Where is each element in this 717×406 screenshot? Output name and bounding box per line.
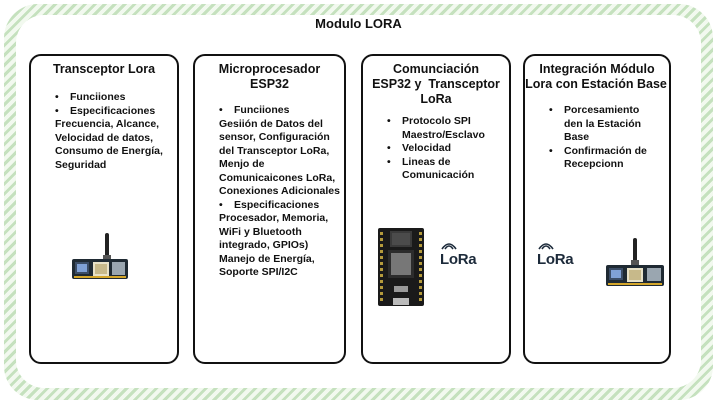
lora-logo-text: LoRa xyxy=(537,251,574,268)
list-item-label: Velocidad xyxy=(402,142,452,154)
list-item: Especificaciones Procesador, Memoria, Wi… xyxy=(219,199,340,280)
lora-board-image xyxy=(72,233,128,279)
card-integracion-estacion-base: Integración Módulo Lora con Estación Bas… xyxy=(523,54,671,364)
card-list: Funciiones Gesiión de Datos del sensor, … xyxy=(195,104,344,280)
list-item: Confirmación de Recepcionn xyxy=(549,145,665,172)
card-title: Transceptor Lora xyxy=(31,56,177,77)
card-list: Protocolo SPI Maestro/Esclavo Velocidad … xyxy=(363,115,509,183)
diagram-title: Modulo LORA xyxy=(315,16,402,31)
card-title-line: ESP32 y Transceptor xyxy=(372,77,500,91)
list-item-label: Protocolo SPI xyxy=(402,115,471,127)
list-item-label: Lineas de xyxy=(402,155,451,168)
list-item: Funciiones xyxy=(55,91,171,105)
esp32-board-image xyxy=(378,228,424,306)
list-item-detail: Procesador, Memoria, WiFi y Bluetooth in… xyxy=(219,212,329,278)
lora-logo: LoRa xyxy=(440,243,477,268)
list-item-label: Porcesamiento xyxy=(564,104,640,116)
lora-board-image xyxy=(606,238,664,286)
card-comunicacion-esp32-lora: Comunciación ESP32 y Transceptor LoRa Pr… xyxy=(361,54,511,364)
list-item: Funciiones Gesiión de Datos del sensor, … xyxy=(219,104,340,199)
card-title: Comunciación ESP32 y Transceptor LoRa xyxy=(363,56,509,107)
card-title-line: LoRa xyxy=(420,92,452,106)
list-item: Velocidad xyxy=(387,142,505,156)
list-item-label: Funciiones xyxy=(234,104,290,116)
list-item-detail: den la Estación Base xyxy=(564,117,642,144)
list-item: Lineas de Comunicación xyxy=(387,156,505,183)
card-title-line: Transceptor Lora xyxy=(52,62,156,76)
card-list: Porcesamiento den la Estación Base Confi… xyxy=(525,104,669,172)
lora-logo-text: LoRa xyxy=(440,251,477,268)
list-item-detail: Comunicación xyxy=(402,169,475,181)
lora-logo: LoRa xyxy=(537,243,574,268)
card-title-line: Microprocesador xyxy=(218,62,321,76)
card-list: Funciiones Especificaciones Frecuencia, … xyxy=(31,91,177,172)
card-title: Microprocesador ESP32 xyxy=(195,56,344,92)
list-item-label: Especificaciones xyxy=(70,104,156,117)
list-item-label: Especificaciones xyxy=(234,198,320,211)
lora-wave-icon xyxy=(441,243,457,250)
card-title-line: Lora con Estación Base xyxy=(525,77,667,91)
list-item: Porcesamiento den la Estación Base xyxy=(549,104,665,145)
list-item-detail: Frecuencia, Alcance, Velocidad de datos,… xyxy=(55,118,163,171)
card-title: Integración Módulo Lora con Estación Bas… xyxy=(525,56,669,92)
list-item-label: Confirmación de xyxy=(564,144,647,157)
list-item-detail: Gesiión de Datos del sensor, Configuraci… xyxy=(219,117,340,198)
list-item-detail: Maestro/Esclavo xyxy=(402,128,485,141)
lora-wave-icon xyxy=(538,243,554,250)
card-title-line: Integración Módulo xyxy=(539,62,655,76)
list-item: Protocolo SPI Maestro/Esclavo xyxy=(387,115,505,142)
card-microprocesador-esp32: Microprocesador ESP32 Funciiones Gesiión… xyxy=(193,54,346,364)
card-title-line: ESP32 xyxy=(250,77,289,91)
list-item-label: Funciiones xyxy=(70,91,126,103)
card-transceptor-lora: Transceptor Lora Funciiones Especificaci… xyxy=(29,54,179,364)
card-title-line: Comunciación xyxy=(392,62,480,76)
list-item-detail: Recepcionn xyxy=(564,158,624,170)
list-item: Especificaciones Frecuencia, Alcance, Ve… xyxy=(55,105,171,173)
